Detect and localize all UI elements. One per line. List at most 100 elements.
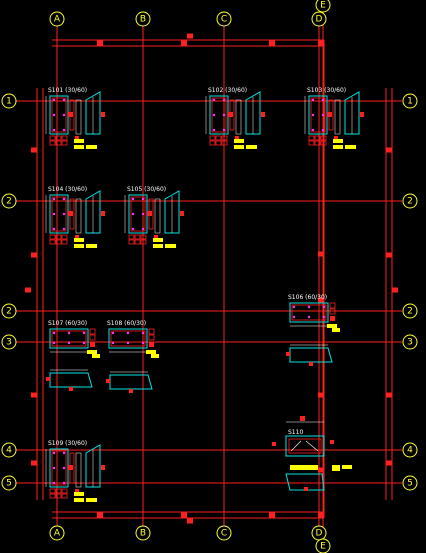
- rebar-grid-cell: [314, 140, 321, 146]
- rebar-highlight: [272, 442, 276, 446]
- axis-bubble-right-ax-4: 4: [402, 442, 418, 458]
- column-marker: [269, 512, 275, 518]
- axis-bubble: [135, 525, 151, 541]
- rebar-grid-cell: [209, 140, 216, 146]
- rebar-grid-cell: [61, 140, 68, 146]
- column-marker: [318, 40, 324, 46]
- diagonal-mark: [290, 440, 302, 452]
- stirrup: [51, 450, 67, 486]
- tag-yellow: [327, 324, 337, 328]
- stirrup: [51, 196, 67, 232]
- axis-bubble-label: E: [320, 542, 326, 552]
- column-detail-s105: S105 (30/60): [124, 186, 184, 248]
- axis-bubble-label: 2: [6, 307, 12, 317]
- axis-bubble-right-ax-2b: 2: [402, 303, 418, 319]
- rebar-grid-cell: [134, 239, 141, 245]
- rebar-highlight: [68, 465, 73, 470]
- text-column: [334, 99, 341, 135]
- rebar-grid-cell: [49, 488, 56, 494]
- axis-bubble-bottom-ax-A: A: [49, 525, 65, 541]
- axis-bubble-bottom-ax-B: B: [135, 525, 151, 541]
- tag-yellow: [234, 139, 244, 143]
- rebar-grid-cell: [134, 234, 141, 240]
- column-detail-layer: S101 (30/60)S102 (30/60)S103 (30/60)S104…: [45, 87, 364, 502]
- rebar-dot: [52, 331, 56, 335]
- axis-bubble-label: D: [316, 529, 323, 539]
- stirrup: [288, 438, 322, 454]
- rebar-grid-cell: [89, 334, 96, 341]
- column-label-s106: S106 (60/30): [288, 294, 327, 301]
- column-marker: [97, 40, 103, 46]
- rebar-highlight: [300, 416, 305, 421]
- axis-bubble-label: 1: [407, 97, 413, 107]
- tag-yellow: [332, 465, 340, 471]
- rebar-dot: [212, 113, 216, 117]
- rebar-dot: [141, 331, 145, 335]
- rebar-grid-cell: [314, 135, 321, 141]
- rebar-dot: [111, 341, 115, 345]
- axis-bubble: [1, 303, 17, 319]
- axis-bubble: [402, 442, 418, 458]
- stirrup: [211, 97, 227, 133]
- elevation-outline: [285, 473, 325, 491]
- axis-bubble: [1, 475, 17, 491]
- rebar-highlight: [149, 342, 154, 347]
- rebar-dot: [52, 98, 56, 102]
- rebar-highlight: [360, 112, 364, 117]
- axis-bubble-label: 2: [407, 307, 413, 317]
- axis-bubble: [402, 93, 418, 109]
- column-detail-s109: S109 (30/60): [45, 440, 105, 502]
- rebar-grid-cell: [55, 488, 62, 494]
- axis-bubble: [49, 525, 65, 541]
- tag-yellow: [74, 492, 84, 496]
- elevation-outline: [85, 444, 101, 488]
- rebar-dot: [52, 197, 56, 201]
- column-label-s105: S105 (30/60): [127, 186, 166, 193]
- axis-bubble: [402, 303, 418, 319]
- axis-bubble-bottom-ax-E: E: [315, 538, 331, 553]
- rebar-grid-cell: [209, 135, 216, 141]
- rebar-highlight: [75, 235, 79, 239]
- axis-bubble-bottom-ax-D: D: [311, 525, 327, 541]
- rebar-highlight: [154, 235, 158, 239]
- elevation-outline: [109, 374, 153, 390]
- rebar-highlight: [228, 112, 233, 117]
- rebar-dot: [311, 128, 315, 132]
- axis-bubble-label: 3: [407, 338, 413, 348]
- column-marker: [31, 460, 37, 466]
- axis-bubble-label: 4: [6, 446, 12, 456]
- axis-bubble-label: B: [140, 529, 146, 539]
- rebar-dot: [82, 341, 86, 345]
- column-detail-s106: S106 (60/30): [288, 294, 340, 332]
- axis-bubble-label: 2: [6, 197, 12, 207]
- axis-bubble-right-ax-3: 3: [402, 334, 418, 350]
- rebar-dot: [311, 98, 315, 102]
- column-marker: [386, 147, 392, 153]
- axis-bubble: [402, 193, 418, 209]
- rebar-dot: [62, 481, 66, 485]
- rebar-dot: [126, 341, 130, 345]
- rebar-highlight: [327, 112, 332, 117]
- axis-bubble-label: 2: [407, 197, 413, 207]
- tag-yellow: [333, 139, 343, 143]
- column-label-s108: S108 (60/30): [107, 320, 146, 327]
- axis-bubble-right-ax-1: 1: [402, 93, 418, 109]
- rebar-grid-cell: [61, 239, 68, 245]
- axis-bubble-left-ax-4: 4: [1, 442, 17, 458]
- axis-bubble-top-ax-D: D: [311, 11, 327, 27]
- rebar-highlight: [75, 489, 79, 493]
- axis-bubble-top-ax-E: E: [315, 0, 331, 13]
- tag-yellow: [246, 145, 257, 149]
- rebar-grid-cell: [49, 234, 56, 240]
- axis-bubble-label: 5: [6, 479, 12, 489]
- rebar-dot: [212, 128, 216, 132]
- rebar-grid-cell: [320, 135, 327, 141]
- column-label-s102: S102 (30/60): [208, 87, 247, 94]
- column-marker: [392, 287, 398, 293]
- rebar-highlight: [180, 211, 184, 216]
- rebar-grid-cell: [140, 234, 147, 240]
- axis-bubble-label: C: [221, 529, 227, 539]
- axis-bubble-label: E: [320, 1, 326, 11]
- elevation-outline: [85, 190, 101, 234]
